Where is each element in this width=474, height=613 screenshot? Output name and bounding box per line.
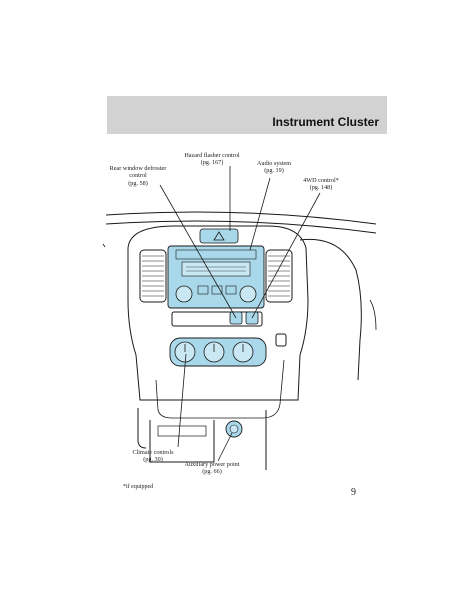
storage-slot [171,311,263,327]
leader-audio [249,177,271,251]
page-number: 9 [351,487,356,498]
leader-climate [177,353,187,448]
callout-aux-power: Auxiliary power point (pg. 66) [184,461,240,476]
dashboard-upper-line [105,220,377,234]
callout-audio: Audio system (pg. 19) [256,160,292,175]
center-bezel [127,225,309,401]
left-vent [139,249,167,303]
callout-4wd: 4WD control* (pg. 148) [303,177,339,192]
leader-rear-defroster [159,184,237,319]
audio-unit [167,245,265,309]
page-title: Instrument Cluster [272,115,379,129]
climate-panel [169,337,267,367]
callout-rear-defroster: Rear window defroster control (pg. 58) [109,165,167,187]
hazard-button [199,228,239,244]
lower-console [149,420,215,463]
footnote: *if equipped [123,484,154,490]
leader-4wd [251,192,321,319]
dashboard-top-edge [105,211,377,225]
callout-hazard: Hazard flasher control (pg. 167) [184,152,240,167]
callout-climate: Climate controls (pg. 30) [132,449,174,464]
leader-aux [217,432,233,462]
right-vent [265,249,293,303]
header-band: Instrument Cluster [107,96,387,134]
